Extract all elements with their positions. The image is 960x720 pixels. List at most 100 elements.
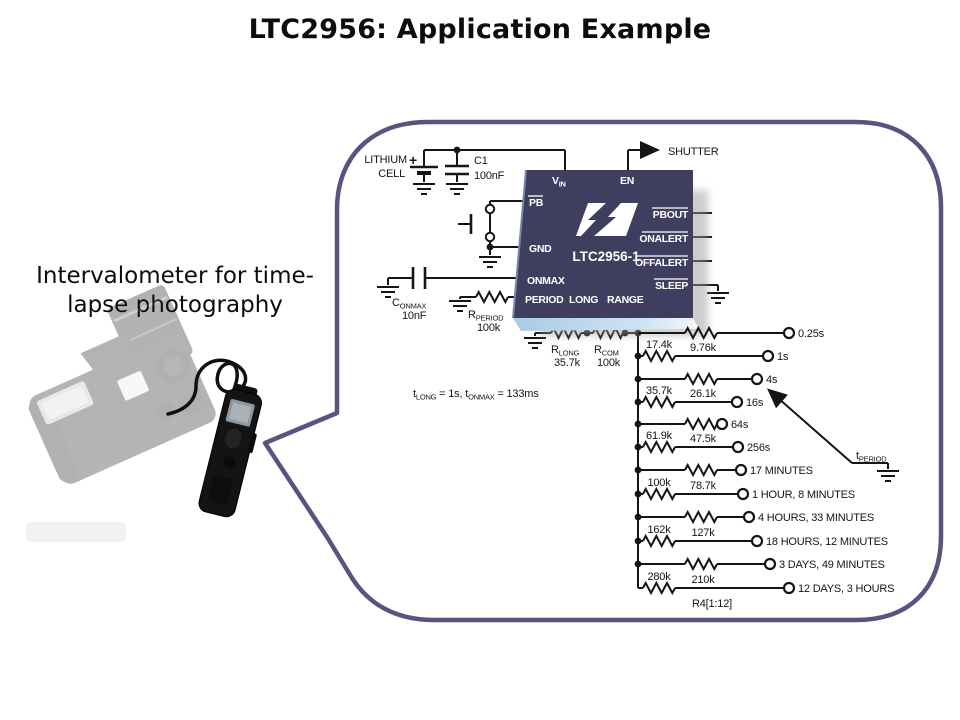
- push-button-icon: [458, 203, 496, 243]
- ladder-row: 1s: [634, 348, 789, 364]
- pin-label-pbout: PBOUT: [653, 209, 689, 221]
- ladder-resistor-value-left: 35.7k: [646, 385, 673, 397]
- junction-dot: [634, 560, 642, 568]
- ladder-resistor-icon: [642, 394, 676, 410]
- ladder-row: 1 HOUR, 8 MINUTES: [634, 486, 855, 502]
- ladder-resistor-value-left: 162k: [647, 524, 671, 536]
- tap-terminal-circle: [742, 510, 756, 524]
- ladder-resistor-icon: [684, 556, 718, 572]
- remote-intervalometer: [198, 383, 263, 518]
- caption: Intervalometer for time- lapse photograp…: [15, 262, 335, 320]
- ladder-row: 17 MINUTES: [634, 462, 813, 478]
- ladder-resistor-value-right: 127k: [691, 527, 715, 539]
- ladder-resistor-icon: [684, 416, 718, 432]
- ladder-resistor-icon: [684, 371, 718, 387]
- ladder-resistor-value-left: 17.4k: [646, 339, 673, 351]
- ltc2956-chip: LTC2956-1 VIN EN PB GND ONMAX PERIOD LON…: [512, 169, 708, 336]
- tap-terminal-circle: [731, 440, 745, 454]
- dslr-camera: [28, 285, 216, 484]
- junction-dot: [634, 537, 642, 545]
- photo-watermark: [26, 522, 126, 542]
- tap-terminal-circle: [782, 326, 796, 340]
- ladder-resistor-value-left: 280k: [647, 571, 671, 583]
- tap-time-label: 16s: [746, 397, 764, 409]
- ladder-row: 4 HOURS, 33 MINUTES: [634, 509, 874, 525]
- capacitor-conmax-icon: [411, 267, 427, 289]
- ladder-resistor-icon: [642, 533, 676, 549]
- shutter-label: SHUTTER: [668, 146, 719, 158]
- chip-bevel: [513, 318, 699, 331]
- ladder-row: 0.25s: [638, 325, 825, 341]
- junction-dot: [634, 466, 642, 474]
- rlong-value-label: 35.7k: [554, 357, 581, 369]
- ladder-row: 12 DAYS, 3 HOURS: [638, 580, 894, 596]
- rperiod-value-label: 100k: [477, 322, 501, 334]
- tap-terminal-circle: [750, 372, 764, 386]
- pin-label-onmax: ONMAX: [527, 275, 565, 287]
- ladder-row: 4s: [634, 371, 778, 387]
- battery-icon: [410, 165, 438, 175]
- junction-dot: [634, 375, 642, 383]
- junction-dot: [634, 490, 642, 498]
- pin-label-vin: VIN: [552, 175, 566, 189]
- tap-terminal-circle: [715, 417, 729, 431]
- tap-time-label: 1s: [777, 351, 789, 363]
- rperiod-name-label: RPERIOD: [468, 309, 504, 323]
- timing-note: tLONG = 1s, tONMAX = 133ms: [413, 388, 539, 402]
- ladder-bundle-label: R4[1:12]: [692, 598, 732, 610]
- rcom-name-label: RCOM: [594, 344, 619, 358]
- pin-label-long: LONG: [569, 294, 598, 306]
- ladder-resistor-icon: [642, 439, 676, 455]
- ladder-resistor-icon: [684, 509, 718, 525]
- tap-time-label: 256s: [747, 442, 771, 454]
- chip-left-edge-highlight: [512, 169, 527, 319]
- ladder-resistor-icon: [642, 486, 676, 502]
- tap-time-label: 64s: [731, 419, 749, 431]
- tap-time-label: 4 HOURS, 33 MINUTES: [758, 512, 874, 524]
- battery-plus-sign: +: [409, 152, 417, 168]
- camera-photo: [26, 285, 263, 542]
- tap-time-label: 3 DAYS, 49 MINUTES: [779, 559, 885, 571]
- pin-label-sleep: SLEEP: [655, 280, 688, 292]
- ladder-resistor-value-right: 47.5k: [690, 433, 717, 445]
- ladder-resistor-value-left: 61.9k: [646, 430, 673, 442]
- capacitor-c1-icon: [445, 164, 469, 176]
- junction-dot: [634, 352, 642, 360]
- junction-dot: [634, 398, 642, 406]
- ladder-resistor-value-right: 78.7k: [690, 480, 717, 492]
- caption-line-1: Intervalometer for time-: [36, 263, 314, 289]
- tap-time-label: 12 DAYS, 3 HOURS: [798, 583, 894, 595]
- pin-label-offalert: OFFALERT: [635, 257, 689, 269]
- ladder-resistor-value-left: 100k: [647, 477, 671, 489]
- ladder-resistor-value-right: 26.1k: [690, 388, 717, 400]
- tap-terminal-circle: [734, 463, 748, 477]
- conmax-value-label: 10nF: [402, 310, 427, 322]
- junction-dot: [634, 443, 642, 451]
- pin-label-gnd: GND: [529, 243, 552, 255]
- tperiod-label: tPERIOD: [856, 450, 887, 464]
- chip-body: [513, 170, 693, 318]
- caption-line-2: lapse photography: [67, 291, 283, 318]
- pin-label-en: EN: [620, 175, 634, 187]
- resistor-ladder: 0.25s 1s 4s 16s 64s 256s 17 MINUTES 1 HOUR, 8 M…: [634, 325, 894, 596]
- lt-logo-icon: [576, 203, 638, 236]
- battery-label-line2: CELL: [378, 168, 405, 180]
- tap-terminal-circle: [782, 581, 796, 595]
- rcom-value-label: 100k: [597, 357, 621, 369]
- ladder-resistor-icon: [642, 580, 676, 596]
- tap-time-label: 18 HOURS, 12 MINUTES: [766, 536, 888, 548]
- rlong-name-label: RLONG: [551, 344, 580, 358]
- junction-dot: [634, 513, 642, 521]
- ladder-resistor-value-right: 9.76k: [690, 342, 717, 354]
- pin-label-period: PERIOD: [525, 294, 564, 306]
- tap-time-label: 0.25s: [798, 328, 825, 340]
- tap-time-label: 17 MINUTES: [750, 465, 813, 477]
- c1-value-label: 100nF: [474, 170, 505, 182]
- rperiod-resistor-icon: [475, 289, 509, 305]
- ladder-row: 256s: [634, 439, 771, 455]
- ladder-row: 3 DAYS, 49 MINUTES: [634, 556, 885, 572]
- tap-terminal-circle: [750, 534, 764, 548]
- circuit: LTC2956-1 VIN EN PB GND ONMAX PERIOD LON…: [364, 141, 900, 610]
